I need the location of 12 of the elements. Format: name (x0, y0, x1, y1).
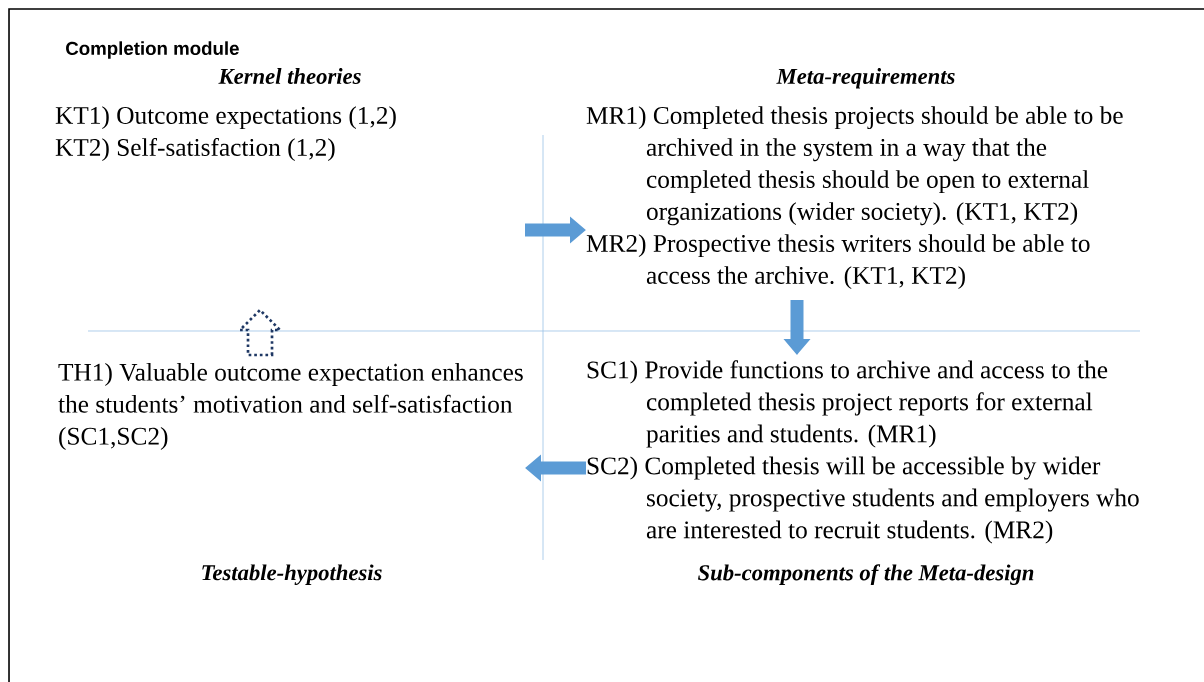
section-heading: Testable-hypothesis (202, 564, 382, 585)
list-item: TH1) Valuable outcome expectation enhances the students’ motivation and self-satisfaction (SC1,SC2) (58, 363, 523, 450)
title: Completion module (66, 41, 239, 59)
section-heading: Kernel theories (218, 68, 361, 84)
section-heading: Sub-components of the Meta-design (698, 564, 1034, 585)
list-item: KT1) Outcome expectations (1,2) (55, 106, 396, 130)
list-item: KT2) Self-satisfaction (1,2) (55, 137, 335, 162)
list-item: MR1) Completed thesis projects should be able to be archived in the system in a way that the completed thesis should be open to external organizations (wider society). (KT1, KT2) (586, 106, 1123, 226)
list-item: MR2) Prospective thesis writers should be able to access the archive. (KT1, KT2) (586, 234, 1090, 290)
section-heading: Meta-requirements (776, 68, 955, 89)
list-item: SC1) Provide functions to archive and access to the completed thesis project reports for external parities and students. (MR1) (587, 360, 1108, 448)
list-item: SC2) Completed thesis will be accessible by wider society, prospective students and employers who are interested to recruit students. (MR2) (587, 456, 1139, 544)
